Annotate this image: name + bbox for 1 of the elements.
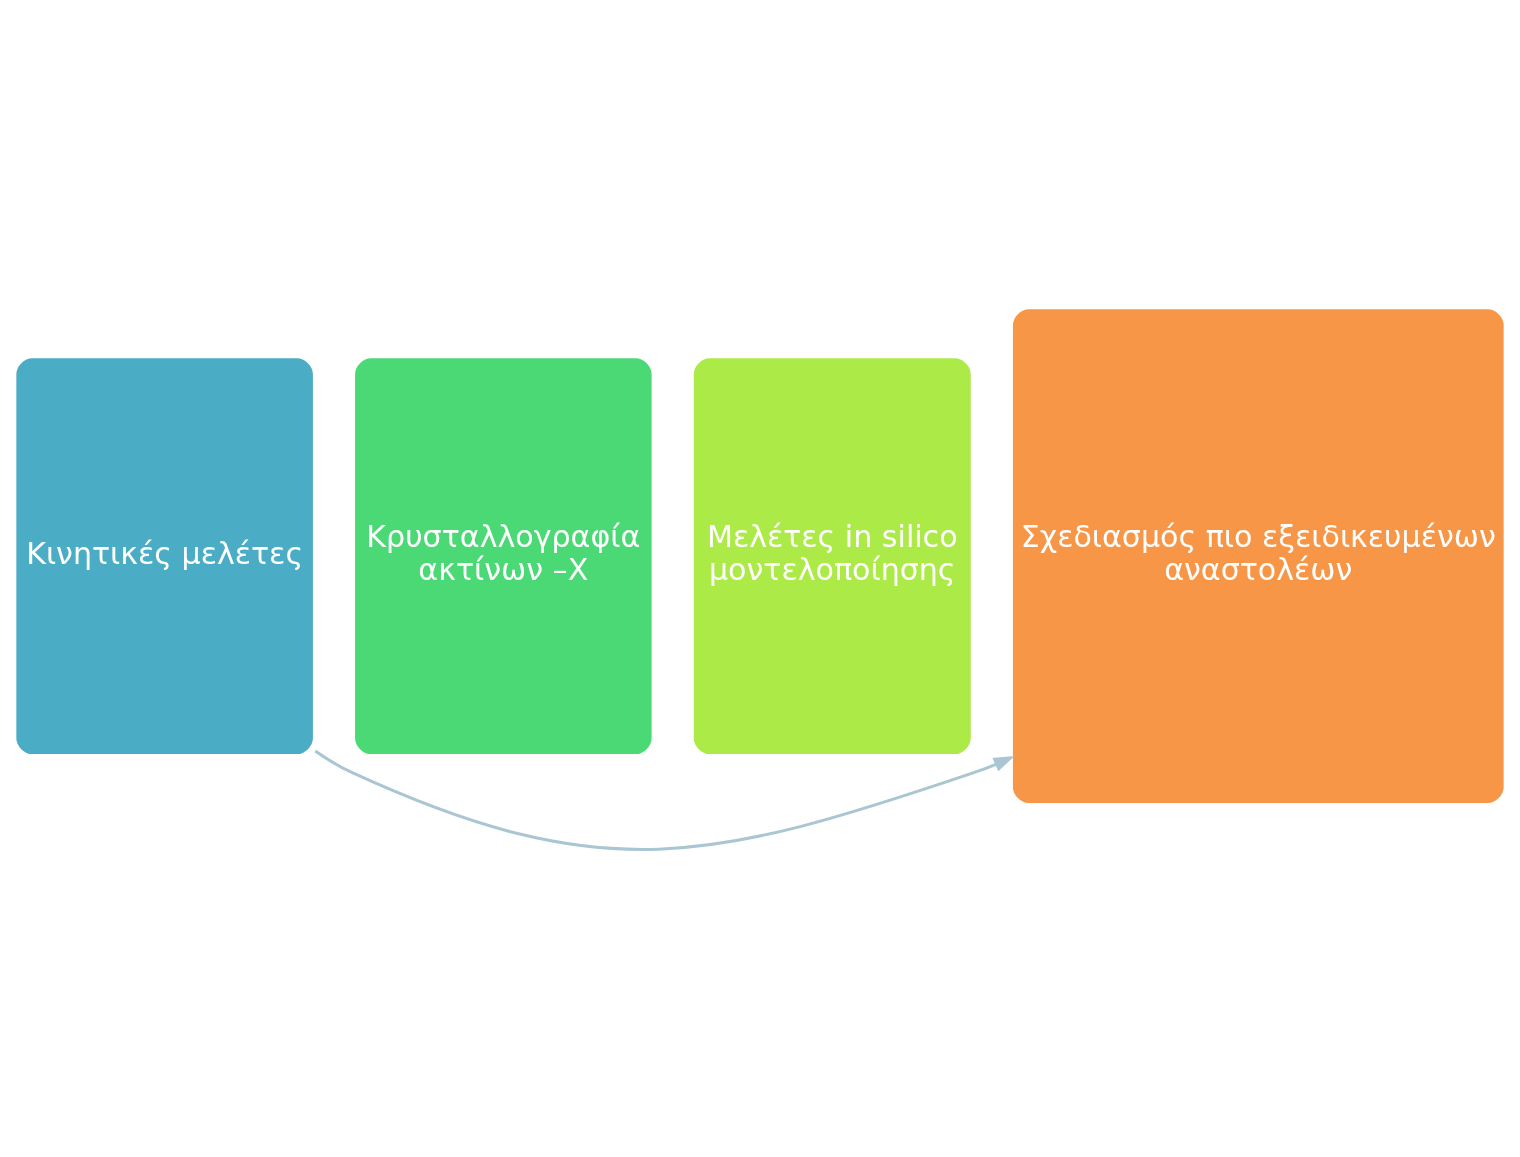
- arrow: [314, 749, 1015, 851]
